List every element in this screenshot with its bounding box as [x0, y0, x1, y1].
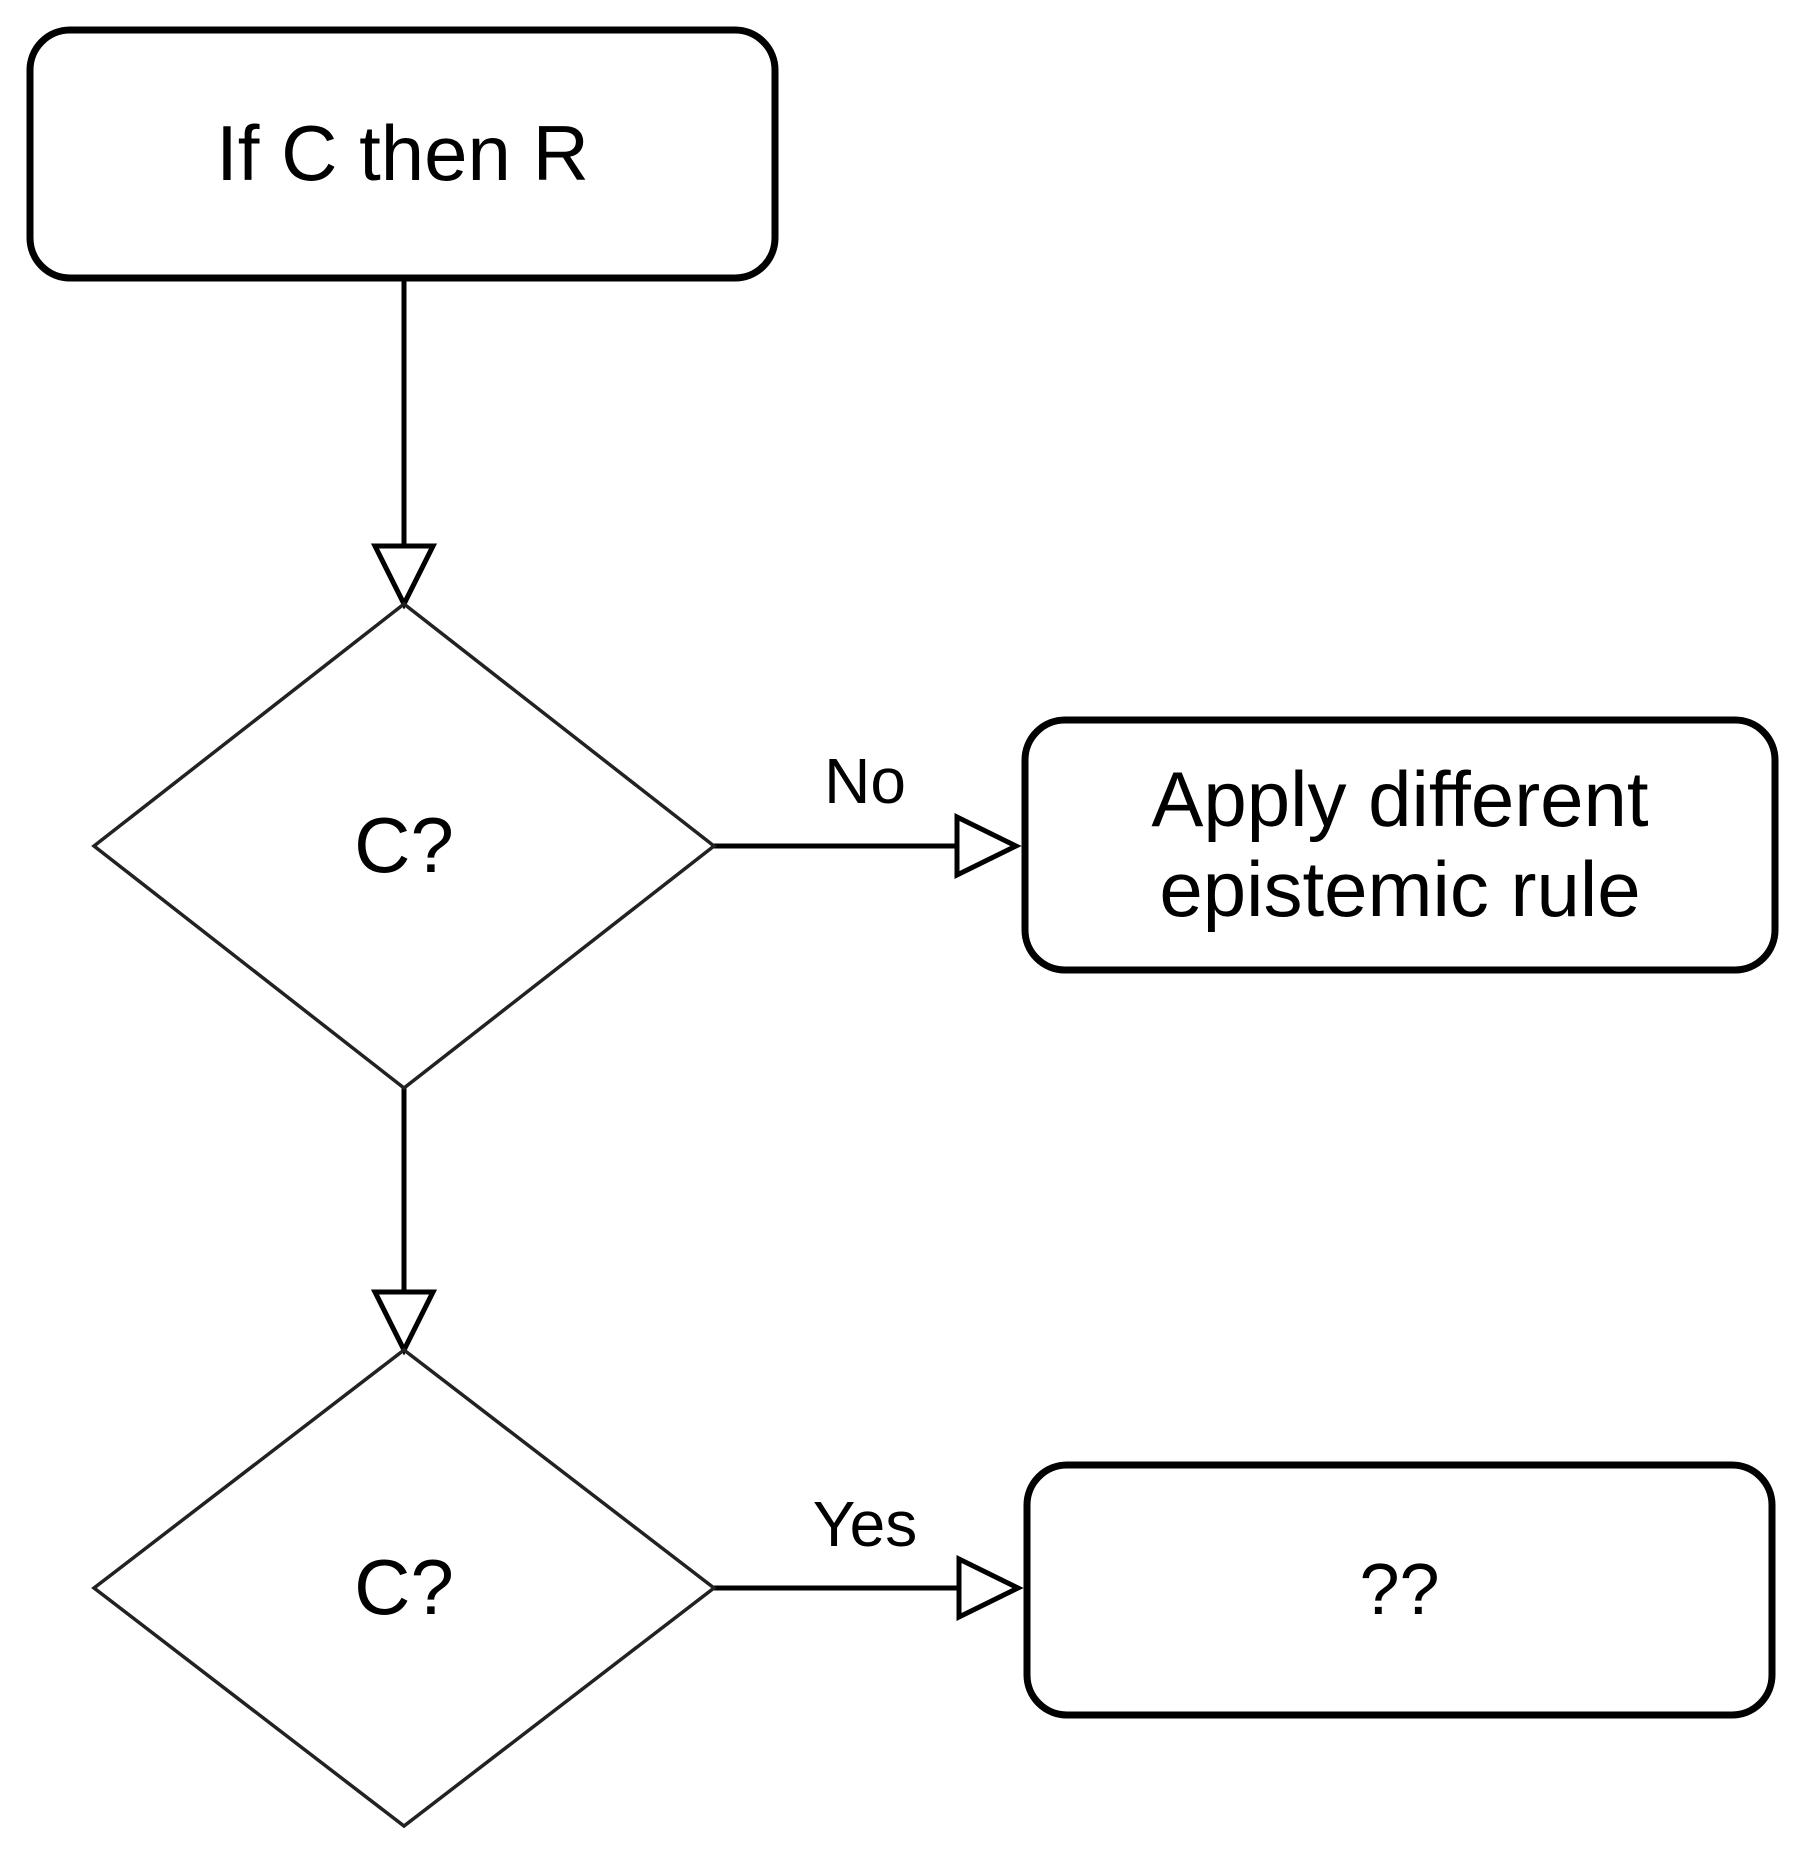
edge-no-label: No: [824, 745, 906, 818]
edge-no-arrowhead: [954, 812, 1022, 880]
decision2-label: C?: [354, 1543, 454, 1632]
apply-rule-node-shape: [1021, 716, 1779, 974]
unknown-node-label: ??: [1359, 1549, 1440, 1630]
edge-decision1-decision2-arrowhead: [370, 1289, 438, 1356]
edge-start-decision1-arrowhead: [370, 543, 438, 610]
apply-rule-node-label: Apply different epistemic rule: [1025, 720, 1775, 970]
start-node-shape: [26, 26, 779, 282]
decision2-diamond-shape: [91, 1347, 717, 1829]
decision1-label: C?: [354, 801, 454, 890]
apply-rule-label-line2: epistemic rule: [1159, 845, 1641, 933]
decision1-diamond-shape: [91, 601, 717, 1091]
edge-yes-label: Yes: [812, 1488, 918, 1561]
edge-yes-arrowhead: [956, 1554, 1024, 1622]
unknown-node-shape: [1023, 1461, 1776, 1719]
apply-rule-label-line1: Apply different: [1151, 755, 1649, 844]
start-node-label: If C then R: [216, 109, 589, 198]
